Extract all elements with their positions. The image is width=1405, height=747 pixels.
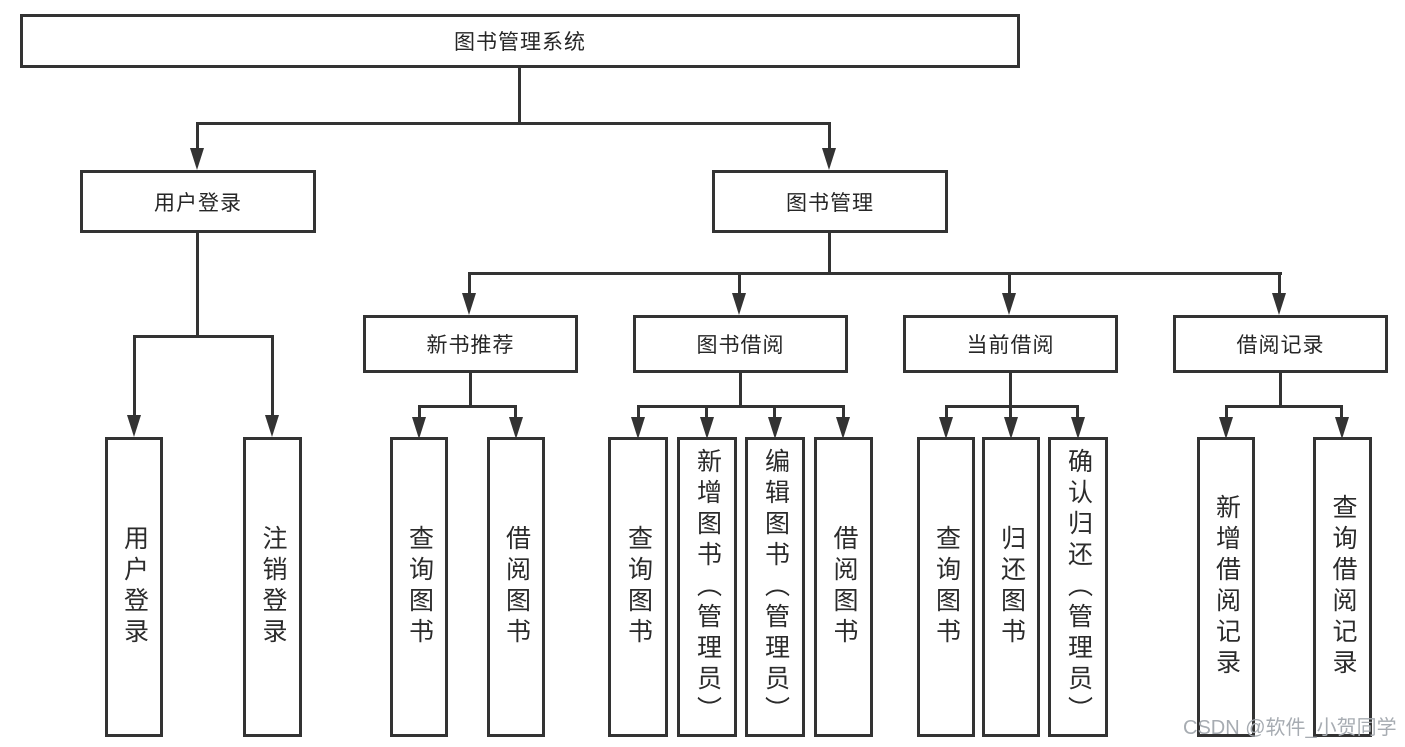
connector-groupD-stem (1279, 373, 1282, 405)
arrowhead-borrow-record (1272, 293, 1286, 315)
node-book-management: 图书管理 (712, 170, 948, 233)
connector-current-borrow-shaft (1008, 272, 1011, 296)
connector-book-mgmt-stem (828, 233, 831, 272)
arrowhead-groupA-leaf2 (509, 417, 523, 439)
node-library-management-system: 图书管理系统 (20, 14, 1020, 68)
connector-leaf-logout-shaft (271, 335, 274, 417)
connector-user-login-stem (196, 233, 199, 335)
connector-groupB-stem (739, 373, 742, 405)
connector-groupB-leaf4-shaft (842, 405, 845, 419)
leaf-user-login: 用户登录 (105, 437, 163, 737)
node-user-login: 用户登录 (80, 170, 316, 233)
connector-book-management-shaft (828, 122, 831, 152)
arrowhead-book-borrow (732, 293, 746, 315)
arrowhead-new-book (462, 293, 476, 315)
leaf-query-books-c: 查询图书 (917, 437, 975, 737)
leaf-edit-books-admin: 编辑图书（管理员） (745, 437, 805, 737)
leaf-query-books-b: 查询图书 (608, 437, 668, 737)
arrowhead-groupD-leaf1 (1219, 417, 1233, 439)
arrowhead-leaf-logout (265, 415, 279, 437)
arrowhead-groupD-leaf2 (1335, 417, 1349, 439)
connector-groupB-leaf3-shaft (773, 405, 776, 419)
connector-user-login-shaft (196, 122, 199, 152)
arrowhead-groupC-leaf3 (1071, 417, 1085, 439)
connector-groupA-stem (469, 373, 472, 405)
connector-level2-rail (468, 272, 1282, 275)
arrowhead-groupB-leaf3 (768, 417, 782, 439)
connector-groupC-rail (945, 405, 1079, 408)
arrowhead-groupC-leaf2 (1004, 417, 1018, 439)
leaf-confirm-return-admin: 确认归还（管理员） (1048, 437, 1108, 737)
node-current-borrowing: 当前借阅 (903, 315, 1118, 373)
connector-level1-rail (196, 122, 831, 125)
connector-root-stem (518, 68, 521, 122)
connector-new-book-shaft (468, 272, 471, 296)
arrowhead-groupA-leaf1 (412, 417, 426, 439)
connector-groupD-leaf2-shaft (1340, 405, 1343, 419)
arrowhead-groupB-leaf1 (631, 417, 645, 439)
arrowhead-current-borrow (1002, 293, 1016, 315)
connector-groupD-rail (1225, 405, 1343, 408)
leaf-borrow-books-a: 借阅图书 (487, 437, 545, 737)
node-new-book-recommend: 新书推荐 (363, 315, 578, 373)
leaf-add-borrow-record: 新增借阅记录 (1197, 437, 1255, 737)
arrowhead-leaf-login (127, 415, 141, 437)
arrowhead-groupB-leaf4 (836, 417, 850, 439)
leaf-return-books: 归还图书 (982, 437, 1040, 737)
connector-groupC-leaf2-shaft (1009, 405, 1012, 419)
arrowhead-book-management (822, 148, 836, 170)
arrowhead-groupB-leaf2 (700, 417, 714, 439)
leaf-logout-login: 注销登录 (243, 437, 302, 737)
connector-borrow-record-shaft (1278, 272, 1281, 296)
connector-groupA-leaf2-shaft (514, 405, 517, 419)
leaf-query-borrow-record: 查询借阅记录 (1313, 437, 1372, 737)
arrowhead-user-login (190, 148, 204, 170)
csdn-watermark: CSDN @软件_小贺同学 (1183, 717, 1397, 739)
arrowhead-groupC-leaf1 (939, 417, 953, 439)
leaf-query-books-a: 查询图书 (390, 437, 448, 737)
node-book-borrowing: 图书借阅 (633, 315, 848, 373)
connector-groupB-rail (637, 405, 845, 408)
connector-user-login-rail (133, 335, 274, 338)
connector-leaf-login-shaft (133, 335, 136, 417)
leaf-add-books-admin: 新增图书（管理员） (677, 437, 737, 737)
connector-groupB-leaf2-shaft (705, 405, 708, 419)
connector-groupD-leaf1-shaft (1225, 405, 1228, 419)
connector-groupA-rail (418, 405, 517, 408)
leaf-borrow-books-b: 借阅图书 (814, 437, 873, 737)
connector-groupA-leaf1-shaft (418, 405, 421, 419)
connector-book-borrow-shaft (738, 272, 741, 296)
connector-groupC-leaf3-shaft (1076, 405, 1079, 419)
connector-groupB-leaf1-shaft (637, 405, 640, 419)
connector-groupC-stem (1009, 373, 1012, 405)
connector-groupC-leaf1-shaft (945, 405, 948, 419)
node-borrowing-records: 借阅记录 (1173, 315, 1388, 373)
